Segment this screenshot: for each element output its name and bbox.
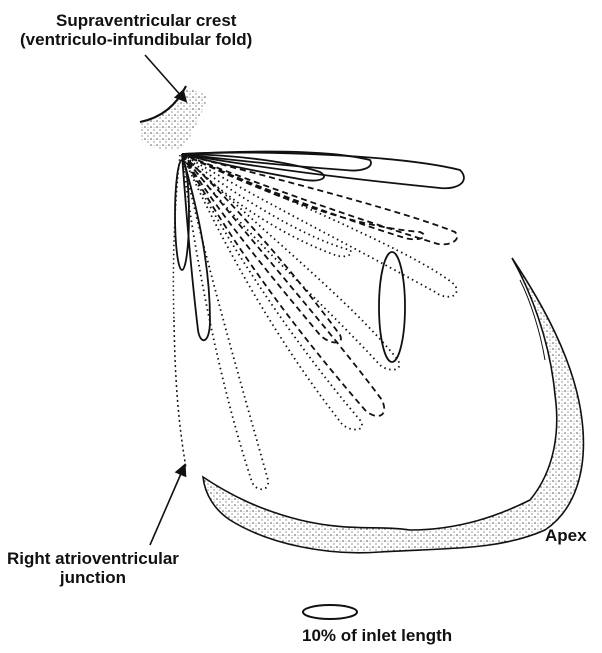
apex-label: Apex	[545, 526, 587, 545]
dashed-outlines	[182, 154, 457, 416]
scale-ellipse	[303, 605, 357, 619]
crest-label-line1: Supraventricular crest	[56, 11, 252, 30]
junction-label-line2: junction	[7, 568, 179, 587]
ventricle-wall	[203, 258, 583, 553]
junction-label-line1: Right atrioventricular	[7, 549, 179, 568]
lobe-solid-1	[182, 153, 464, 189]
junction-arrow	[150, 469, 183, 545]
lobe-solid-ellipse	[379, 252, 405, 362]
scale-label: 10% of inlet length	[302, 626, 452, 645]
lobe-dashed-4	[182, 154, 384, 416]
leaflet-outlines	[175, 152, 464, 362]
crest-label: Supraventricular crest (ventriculo-infun…	[56, 11, 252, 49]
supraventricular-crest	[140, 86, 208, 151]
dotted-outlines	[182, 154, 457, 489]
crest-arrow	[145, 55, 183, 98]
lobe-dotted-1	[182, 154, 457, 297]
junction-label: Right atrioventricular junction	[7, 549, 179, 587]
crest-label-line2: (ventriculo-infundibular fold)	[20, 30, 252, 49]
lobe-dashed-3	[182, 154, 341, 343]
